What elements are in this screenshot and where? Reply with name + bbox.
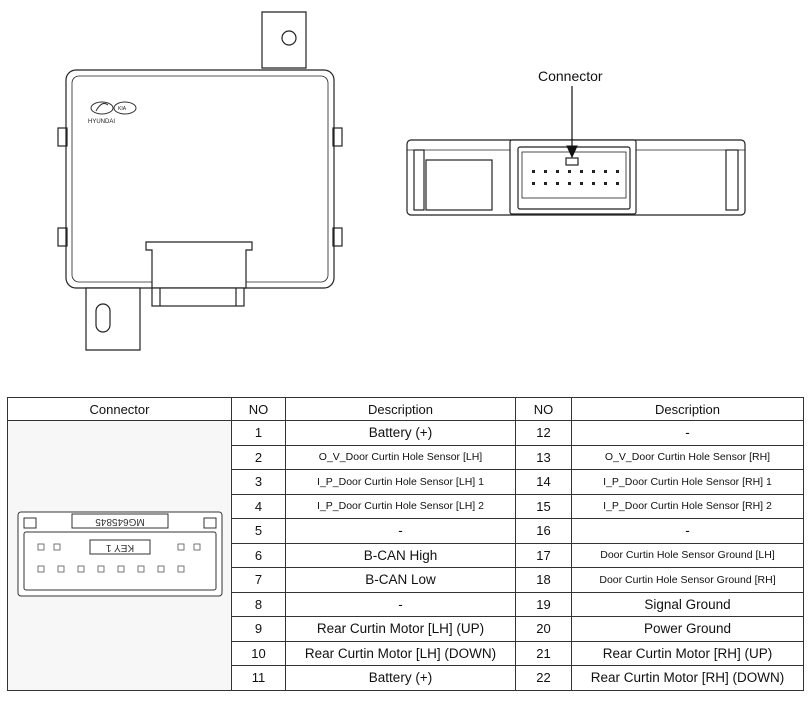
pin-number: 19 [515,591,572,617]
kia-logo-icon [113,101,137,115]
connector-face-cell: MG645845 KEY 1 [7,420,232,691]
pin-number: 13 [515,444,572,470]
pin-description: O_V_Door Curtin Hole Sensor [RH] [571,444,804,470]
pin-description: O_V_Door Curtin Hole Sensor [LH] [285,444,516,470]
pin-description: Door Curtin Hole Sensor Ground [LH] [571,542,804,568]
pin-description: I_P_Door Curtin Hole Sensor [RH] 2 [571,493,804,519]
pin-description: I_P_Door Curtin Hole Sensor [RH] 1 [571,469,804,495]
pin-number: 9 [231,616,286,642]
pin-number: 7 [231,567,286,593]
pin-number: 6 [231,542,286,568]
pin-number: 18 [515,567,572,593]
connector-face-drawing: MG645845 KEY 1 [17,511,223,597]
pin-number: 21 [515,640,572,666]
table-row: MG645845 KEY 1 1 Battery (+) 12 - [7,420,804,691]
pin-description: I_P_Door Curtin Hole Sensor [LH] 2 [285,493,516,519]
table-header-row: Connector NO Description NO Description [7,397,804,421]
pin-description: B-CAN High [285,542,516,568]
hyundai-logo-text: HYUNDAI [88,119,115,125]
table-row: 10 Rear Curtin Motor [LH] (DOWN) 21 Rear… [8,640,804,666]
pin-description: - [285,518,516,544]
bottom-mounting-bracket [85,287,141,351]
pin-description: Signal Ground [571,591,804,617]
header-no-left: NO [231,397,286,421]
connector-part-number: MG645845 [95,516,145,527]
pin-description: Power Ground [571,616,804,642]
pin-number: 12 [515,420,572,446]
pin-description: - [571,420,804,446]
pin-number: 17 [515,542,572,568]
pin-description: - [285,591,516,617]
table-row: 7 B-CAN Low 18 Door Curtin Hole Sensor G… [8,567,804,593]
pin-description: Rear Curtin Motor [RH] (DOWN) [571,665,804,691]
pin-number: 4 [231,493,286,519]
bottom-mount-slot [95,303,111,333]
pin-number: 8 [231,591,286,617]
table-row: 2 O_V_Door Curtin Hole Sensor [LH] 13 O_… [8,444,804,470]
header-no-right: NO [515,397,572,421]
connector-callout-label: Connector [538,68,603,84]
pin-description: Battery (+) [285,420,516,446]
brand-logos [90,101,137,115]
pin-number: 15 [515,493,572,519]
pin-number: 10 [231,640,286,666]
pin-number: 16 [515,518,572,544]
header-description-right: Description [571,397,804,421]
pinout-table: Connector NO Description NO Description [7,397,804,691]
table-row: 4 I_P_Door Curtin Hole Sensor [LH] 2 15 … [8,493,804,519]
pin-description: Rear Curtin Motor [LH] (UP) [285,616,516,642]
connector-key-label: KEY 1 [105,542,134,553]
pin-number: 5 [231,518,286,544]
front-connector-housing [145,241,253,289]
side-connector-pins [532,170,619,185]
pin-description: Battery (+) [285,665,516,691]
top-mount-hole [281,30,297,46]
table-row: 3 I_P_Door Curtin Hole Sensor [LH] 1 14 … [8,469,804,495]
pin-number: 20 [515,616,572,642]
table-row: 9 Rear Curtin Motor [LH] (UP) 20 Power G… [8,616,804,642]
connector-callout-arrow [566,86,578,159]
pin-description: Rear Curtin Motor [LH] (DOWN) [285,640,516,666]
table-row: 6 B-CAN High 17 Door Curtin Hole Sensor … [8,542,804,568]
header-description-left: Description [285,397,516,421]
pin-description: B-CAN Low [285,567,516,593]
table-row: 11 Battery (+) 22 Rear Curtin Motor [RH]… [8,665,804,691]
pin-number: 1 [231,420,286,446]
pin-number: 2 [231,444,286,470]
pin-number: 14 [515,469,572,495]
pin-number: 3 [231,469,286,495]
pin-description: - [571,518,804,544]
pin-number: 11 [231,665,286,691]
pin-number: 22 [515,665,572,691]
header-connector: Connector [7,397,232,421]
pin-description: Rear Curtin Motor [RH] (UP) [571,640,804,666]
pin-description: Door Curtin Hole Sensor Ground [RH] [571,567,804,593]
pin-description: I_P_Door Curtin Hole Sensor [LH] 1 [285,469,516,495]
hyundai-logo-icon [90,101,114,115]
module-drawings: HYUNDAI KIA [57,11,746,351]
side-connector-housing [509,139,637,215]
kia-logo-text: KIA [118,106,127,112]
